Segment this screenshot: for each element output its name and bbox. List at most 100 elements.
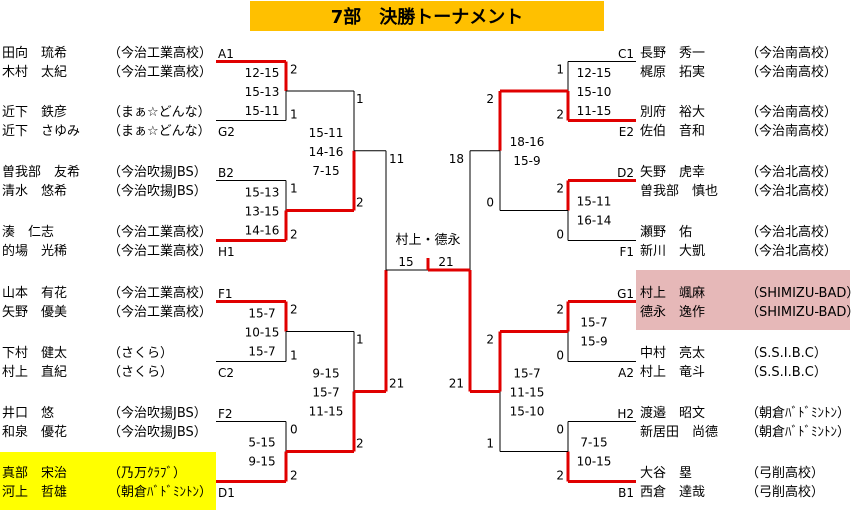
left-r1-games-bottom: 2 [290,469,298,483]
title-banner: 7部 決勝トーナメント [250,1,604,31]
left-r1-games-top: 2 [290,303,298,317]
right-semi-score-bottom: 21 [449,377,464,391]
right-seed-label: D2 [617,166,634,180]
right-r1-games-bottom: 2 [556,108,564,122]
right-player-club: （今治南高校） [746,64,837,80]
left-seed-label: C2 [218,366,234,380]
left-player-club: （まぁ☆どんな） [108,105,211,120]
left-r1-score: 9-15 [248,455,275,469]
right-r2-score: 15-10 [510,405,545,419]
highlight-champion [636,270,850,330]
right-seed-label: G1 [617,287,634,301]
left-r1-score: 10-15 [245,326,280,340]
right-r1-games-top: 2 [556,182,564,196]
left-player-name: 田向 琉希 [2,45,67,61]
left-r1-score: 13-15 [245,205,280,219]
left-seed-label: F1 [218,287,233,301]
left-player-club: （今治工業高校） [108,243,212,259]
right-player-club: （今治南高校） [746,45,837,61]
left-player-club: （今治工業高校） [108,45,212,61]
right-player-club: （今治北高校） [746,183,837,199]
left-player-name: 木村 太紀 [2,65,67,80]
right-seed-label: F1 [619,245,634,259]
left-player-club: （今治吹揚JBS） [108,183,207,199]
left-r2-games-top: 1 [356,92,364,106]
right-r2-score: 15-9 [513,154,540,168]
right-r2-games-bottom: 1 [486,437,494,451]
right-seed-label: C1 [618,47,634,61]
right-seed-label: B1 [618,486,634,500]
left-player-name: 井口 悠 [2,406,54,421]
right-r2-score: 11-15 [510,386,545,400]
left-r1-score: 14-16 [245,224,280,238]
right-r2-games-bottom: 0 [486,196,494,210]
left-player-name: 近下 さゆみ [2,124,80,139]
right-player-club: （今治南高校） [746,123,837,139]
right-player-name: 新川 大凱 [640,243,705,259]
right-player-club: （今治北高校） [746,224,837,240]
left-player-club: （今治工業高校） [108,224,212,240]
left-r2-games-top: 1 [356,333,364,347]
right-player-club: （SHIMIZU-BAD） [746,286,851,301]
right-player-name: 村上 颯麻 [640,286,705,301]
right-player-name: 別府 裕大 [640,105,705,120]
right-r1-score: 15-9 [580,335,607,349]
right-player-name: 佐伯 音和 [640,123,705,139]
right-r1-games-bottom: 0 [556,228,564,242]
left-seed-label: D1 [218,486,235,500]
left-r2-score: 9-15 [312,367,339,381]
right-player-name: 曽我部 慎也 [640,184,718,199]
left-r1-score: 12-15 [245,66,280,80]
left-player-name: 山本 有花 [2,285,67,301]
left-seed-label: B2 [218,166,234,180]
left-r1-score: 15-7 [248,345,275,359]
right-player-club: （SHIMIZU-BAD） [746,305,851,320]
left-r2-score: 15-7 [312,386,339,400]
left-r2-games-bottom: 2 [356,437,364,451]
right-player-club: （弓削高校） [746,465,824,481]
right-r1-score: 15-11 [577,195,612,209]
right-player-club: （朝倉ﾊﾞﾄﾞﾐﾝﾄﾝ） [746,406,850,421]
left-r1-games-top: 0 [290,423,298,437]
right-seed-label: E2 [619,125,634,139]
left-player-club: （今治吹揚JBS） [108,164,207,180]
right-player-name: 渡邉 昭文 [640,405,705,421]
left-player-club: （今治工業高校） [108,285,212,301]
left-r1-score: 15-13 [245,85,280,99]
right-r1-score: 10-15 [577,455,612,469]
left-r2-score: 7-15 [312,164,339,178]
left-r1-score: 5-15 [248,436,275,450]
right-player-club: （今治南高校） [746,104,837,120]
right-player-name: 村上 竜斗 [640,365,705,380]
left-r2-games-bottom: 2 [356,196,364,210]
left-r2-score: 14-16 [309,145,344,159]
left-semi-score-bottom: 21 [389,377,404,391]
right-r1-score: 15-10 [577,85,612,99]
left-player-name: 河上 哲雄 [2,485,67,500]
right-player-club: （今治北高校） [746,164,837,180]
right-r1-games-top: 1 [556,63,564,77]
left-player-name: 的場 光稀 [2,243,67,259]
left-player-club: （朝倉ﾊﾞﾄﾞﾐﾝﾄﾝ） [108,485,212,500]
right-semi-score-top: 18 [449,152,464,166]
right-player-name: 西倉 達哉 [640,485,705,500]
left-player-club: （乃万ｸﾗﾌﾞ） [108,466,186,481]
right-r1-score: 7-15 [580,436,607,450]
right-seed-label: H2 [617,407,634,421]
left-player-club: （今治工業高校） [108,64,212,80]
right-player-name: 長野 秀一 [640,46,705,61]
left-seed-label: G2 [218,125,235,139]
champion-label: 村上・德永 [395,233,460,248]
left-player-name: 真部 宋治 [2,466,67,481]
right-player-club: （弓削高校） [746,484,824,500]
right-r1-games-bottom: 0 [556,349,564,363]
right-player-name: 梶原 拓実 [640,64,705,80]
right-r2-score: 15-7 [513,367,540,381]
left-r1-games-bottom: 1 [290,349,298,363]
right-r1-games-top: 2 [556,303,564,317]
final-score-left: 15 [398,255,413,269]
left-r1-score: 15-13 [245,186,280,200]
right-r1-score: 11-15 [577,104,612,118]
right-r1-games-bottom: 2 [556,469,564,483]
